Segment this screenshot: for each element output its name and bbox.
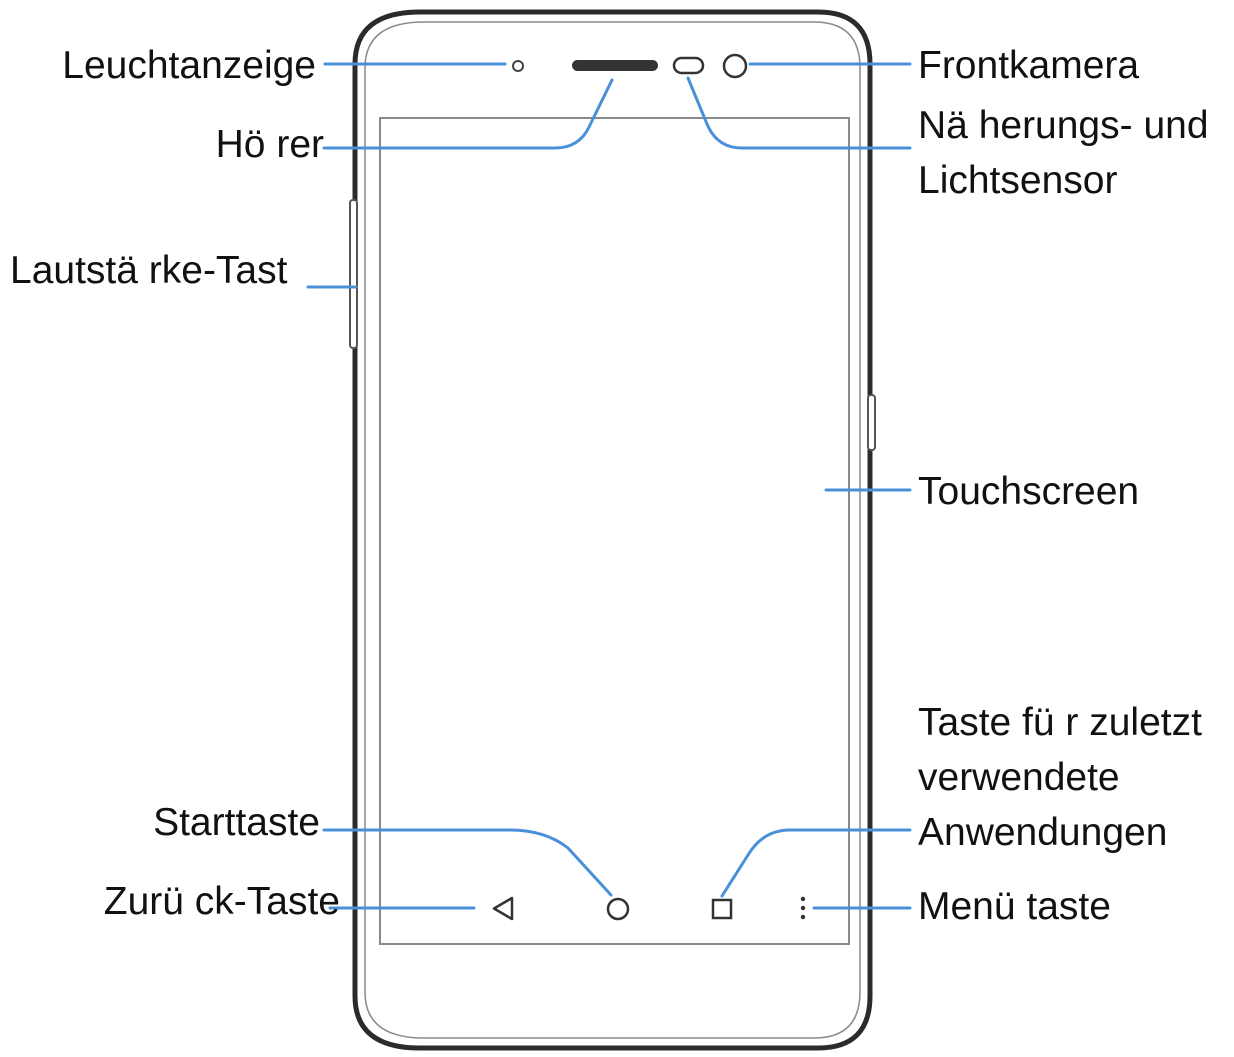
label-proximity-sensor-line2: Lichtsensor xyxy=(918,159,1118,202)
leader-recent-apps xyxy=(720,828,912,898)
label-front-camera: Frontkamera xyxy=(918,44,1140,87)
label-home-key: Starttaste xyxy=(153,801,320,844)
power-button xyxy=(867,394,876,451)
phone-outer-outline xyxy=(352,9,873,1051)
label-recent-apps-line2: verwendete xyxy=(918,756,1120,799)
label-menu-key: Menü taste xyxy=(918,885,1111,928)
label-volume-key: Lautstä rke-Tast xyxy=(10,249,288,292)
recent-square-icon xyxy=(711,898,733,920)
leader-home-key xyxy=(322,828,613,897)
menu-dot-middle xyxy=(800,905,806,911)
label-recent-apps-line3: Anwendungen xyxy=(918,811,1168,854)
label-notification-light: Leuchtanzeige xyxy=(62,44,316,87)
navigation-bar xyxy=(492,896,806,921)
back-triangle-icon xyxy=(492,896,514,921)
top-components xyxy=(512,53,748,79)
phone-body xyxy=(349,9,876,1051)
earpiece-grille-icon xyxy=(572,60,658,71)
front-camera-icon xyxy=(722,53,748,79)
leader-earpiece xyxy=(322,78,614,150)
menu-dot-bottom xyxy=(800,914,806,920)
screen-area xyxy=(379,117,850,945)
proximity-sensor-icon xyxy=(672,56,705,75)
notification-light-icon xyxy=(512,60,524,72)
label-proximity-sensor-line1: Nä herungs- und xyxy=(918,104,1209,147)
home-circle-icon xyxy=(606,897,630,921)
menu-dots-icon xyxy=(800,896,806,920)
volume-button xyxy=(349,199,358,349)
phone-inner-outline xyxy=(364,21,861,1039)
label-touchscreen: Touchscreen xyxy=(918,470,1140,513)
leader-lines xyxy=(306,62,912,910)
leader-proximity-sensor xyxy=(686,76,912,150)
label-earpiece: Hö rer xyxy=(215,123,324,166)
menu-dot-top xyxy=(800,896,806,902)
label-recent-apps-line1: Taste fü r zuletzt xyxy=(918,701,1202,744)
label-back-key: Zurü ck-Taste xyxy=(103,880,340,923)
